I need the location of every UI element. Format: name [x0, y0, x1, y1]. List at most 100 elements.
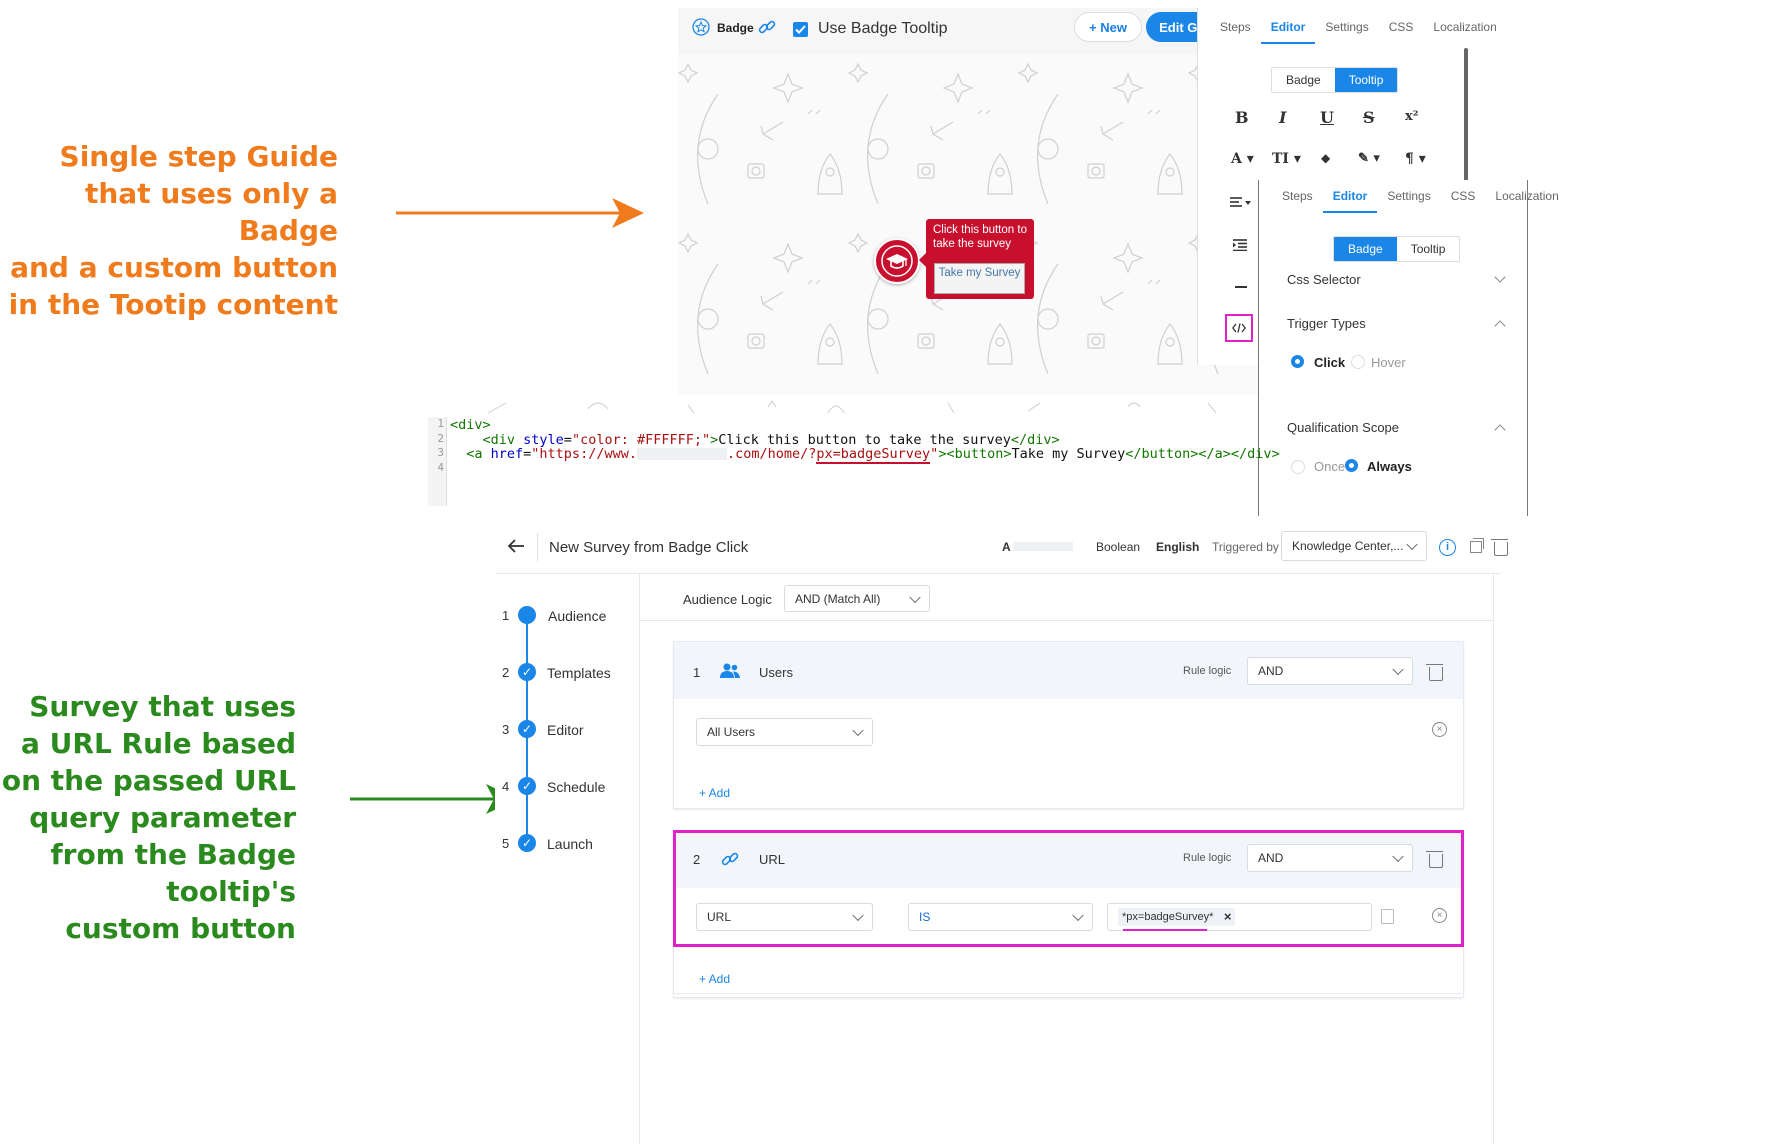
code-token: "color: #FFFFFF;" — [571, 432, 711, 448]
step-check-icon[interactable]: ✓ — [518, 720, 536, 738]
once-radio[interactable] — [1291, 460, 1305, 474]
horizontal-rule-icon[interactable] — [1235, 286, 1247, 288]
add-condition-link[interactable]: + Add — [699, 786, 731, 800]
rule-number: 1 — [693, 665, 701, 680]
url-field-select[interactable]: URL — [696, 903, 873, 931]
tab-css[interactable]: CSS — [1388, 20, 1414, 34]
triggered-by-select[interactable]: Knowledge Center,... — [1281, 531, 1427, 561]
italic-button[interactable]: I — [1279, 108, 1287, 127]
rule-card-url: 2 URL Rule logic AND URL IS *px=badgeSur… — [673, 830, 1464, 998]
step-check-icon[interactable]: ✓ — [518, 777, 536, 795]
step-templates[interactable]: Templates — [547, 665, 611, 681]
align-icon[interactable] — [1230, 196, 1252, 215]
guide-annotation: Single step Guide that uses only a Badge… — [0, 138, 338, 323]
green-arrow — [350, 784, 518, 814]
click-option-label: Click — [1314, 355, 1346, 370]
segment-tooltip[interactable]: Tooltip — [1334, 68, 1398, 92]
audience-logic-select[interactable]: AND (Match All) — [784, 585, 930, 612]
chip-remove-icon[interactable]: × — [1223, 909, 1232, 924]
operator-select[interactable]: IS — [908, 903, 1093, 931]
chevron-up-icon[interactable] — [1494, 320, 1506, 332]
take-my-survey-button[interactable]: Take my Survey — [934, 263, 1025, 294]
link-icon[interactable] — [757, 17, 777, 42]
delete-rule-icon[interactable] — [1426, 664, 1443, 681]
code-token: <div — [450, 432, 524, 448]
badge-graduation-cap-icon[interactable] — [874, 238, 920, 284]
hover-radio[interactable] — [1351, 355, 1365, 369]
tab-steps[interactable]: Steps — [1220, 20, 1251, 34]
code-view-icon[interactable] — [1225, 314, 1253, 342]
copy-icon[interactable] — [1470, 538, 1484, 553]
chevron-up-icon[interactable] — [1494, 424, 1506, 436]
segment-badge[interactable]: Badge — [1334, 237, 1397, 261]
new-button[interactable]: + New — [1074, 12, 1142, 42]
tab-localization[interactable]: Localization — [1433, 20, 1497, 34]
code-token: "https://www. — [531, 446, 637, 462]
step-audience[interactable]: Audience — [548, 608, 607, 624]
use-badge-tooltip-checkbox[interactable] — [793, 22, 808, 37]
step-check-icon[interactable]: ✓ — [518, 834, 536, 852]
tab-editor[interactable]: Editor — [1260, 12, 1316, 44]
header-boolean[interactable]: Boolean — [1096, 540, 1141, 554]
paragraph-button[interactable]: ¶ ▾ — [1405, 151, 1426, 167]
tab-settings[interactable]: Settings — [1325, 20, 1369, 34]
always-option-label: Always — [1367, 459, 1412, 474]
rule-logic-select[interactable]: AND — [1247, 657, 1413, 685]
badge-label: Badge — [717, 21, 754, 35]
audience-logic-label: Audience Logic — [683, 592, 772, 607]
font-color-button[interactable]: A ▾ — [1231, 151, 1254, 167]
step-check-icon[interactable]: ✓ — [518, 663, 536, 681]
hover-option-label: Hover — [1371, 355, 1406, 370]
trigger-types-label[interactable]: Trigger Types — [1287, 316, 1366, 331]
remove-condition-icon[interactable]: × — [1432, 908, 1447, 923]
always-radio[interactable] — [1345, 459, 1358, 472]
step-current-dot[interactable] — [518, 606, 536, 624]
survey-annotation-line: custom button — [65, 912, 296, 945]
audience-logic-value: AND (Match All) — [795, 591, 881, 606]
superscript-button[interactable]: x² — [1405, 109, 1419, 124]
clipboard-icon[interactable] — [1381, 909, 1394, 924]
click-radio[interactable] — [1291, 355, 1304, 368]
highlight-button[interactable]: ✎ ▾ — [1358, 151, 1380, 166]
tab-steps[interactable]: Steps — [1282, 189, 1313, 203]
tab-css[interactable]: CSS — [1450, 189, 1476, 203]
tab-settings[interactable]: Settings — [1387, 189, 1431, 203]
step-schedule[interactable]: Schedule — [547, 779, 606, 795]
back-arrow-icon[interactable] — [507, 538, 525, 559]
add-condition-link[interactable]: + Add — [699, 972, 731, 986]
header-language[interactable]: English — [1156, 540, 1200, 554]
fill-color-button[interactable]: ◆ — [1321, 151, 1331, 165]
rule-logic-value: AND — [1258, 851, 1284, 865]
qualification-scope-label[interactable]: Qualification Scope — [1287, 420, 1400, 435]
css-selector-label[interactable]: Css Selector — [1287, 272, 1361, 287]
tab-editor[interactable]: Editor — [1322, 181, 1378, 213]
panel-back-tabs: Steps Editor Settings CSS Localization — [1210, 12, 1507, 44]
code-token: style — [523, 432, 564, 448]
segment-badge[interactable]: Badge — [1286, 73, 1321, 87]
code-line-1: <div> — [450, 417, 491, 433]
tab-localization[interactable]: Localization — [1495, 189, 1559, 203]
chevron-down-icon[interactable] — [1494, 271, 1506, 283]
survey-title[interactable]: New Survey from Badge Click — [549, 539, 749, 556]
bold-button[interactable]: B — [1235, 108, 1249, 127]
indent-icon[interactable] — [1233, 238, 1247, 256]
code-token: ><button> — [938, 446, 1012, 462]
rule-logic-select[interactable]: AND — [1247, 844, 1413, 872]
orange-arrow — [396, 198, 644, 228]
user-type-select[interactable]: All Users — [696, 718, 873, 746]
url-value-input[interactable]: *px=badgeSurvey* × — [1107, 903, 1372, 931]
font-size-button[interactable]: TI ▾ — [1272, 151, 1301, 167]
remove-condition-icon[interactable]: × — [1432, 722, 1447, 737]
info-icon[interactable]: i — [1439, 539, 1456, 556]
guide-annotation-line: in the Tootip content — [8, 288, 338, 321]
code-editor[interactable]: 1 2 3 4 <div> <div style="color: #FFFFFF… — [428, 395, 1280, 506]
panel-scrollbar[interactable] — [1464, 48, 1468, 188]
delete-rule-icon[interactable] — [1426, 851, 1443, 868]
strikethrough-button[interactable]: S — [1363, 108, 1375, 127]
code-token: <div> — [450, 417, 491, 433]
step-launch[interactable]: Launch — [547, 836, 593, 852]
step-editor[interactable]: Editor — [547, 722, 584, 738]
delete-survey-icon[interactable] — [1491, 539, 1508, 556]
segment-tooltip[interactable]: Tooltip — [1410, 242, 1446, 256]
underline-button[interactable]: U — [1320, 108, 1334, 127]
